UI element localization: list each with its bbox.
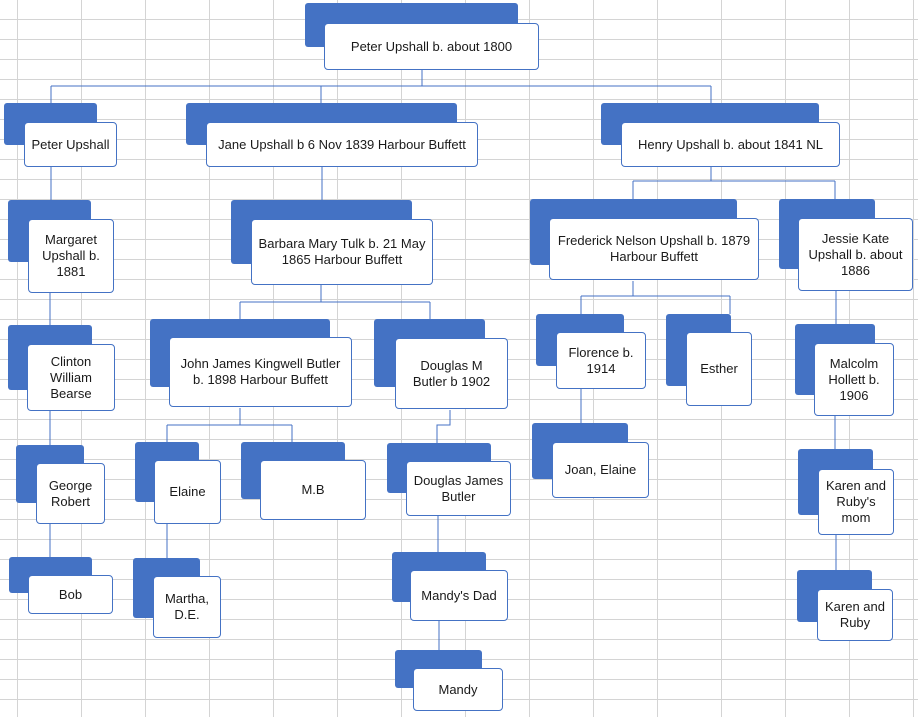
node-label: Esther — [686, 332, 752, 406]
node-label: M.B — [260, 460, 366, 520]
node-label: Margaret Upshall b. 1881 — [28, 219, 114, 293]
node-label: Barbara Mary Tulk b. 21 May 1865 Harbour… — [251, 219, 433, 285]
node-label: Elaine — [154, 460, 221, 524]
node-label: Peter Upshall b. about 1800 — [324, 23, 539, 70]
node-label: Douglas M Butler b 1902 — [395, 338, 508, 409]
node-label: Bob — [28, 575, 113, 614]
connector-line — [166, 408, 293, 442]
node-label: Florence b. 1914 — [556, 332, 646, 389]
node-label: Malcolm Hollett b. 1906 — [814, 343, 894, 416]
node-label: Mandy — [413, 668, 503, 711]
node-label: Martha, D.E. — [153, 576, 221, 638]
connector-line — [239, 285, 431, 319]
node-label: Mandy's Dad — [410, 570, 508, 621]
node-label: John James Kingwell Butler b. 1898 Harbo… — [169, 337, 352, 407]
connector-line — [50, 70, 712, 103]
node-label: Peter Upshall — [24, 122, 117, 167]
node-label: Frederick Nelson Upshall b. 1879 Harbour… — [549, 218, 759, 280]
node-label: Douglas James Butler — [406, 461, 511, 516]
connector-line — [580, 281, 731, 314]
connector-line — [632, 167, 836, 199]
node-label: Henry Upshall b. about 1841 NL — [621, 122, 840, 167]
node-label: George Robert — [36, 463, 105, 524]
node-label: Jessie Kate Upshall b. about 1886 — [798, 218, 913, 291]
node-label: Clinton William Bearse — [27, 344, 115, 411]
node-label: Joan, Elaine — [552, 442, 649, 498]
node-label: Karen and Ruby's mom — [818, 469, 894, 535]
connector-line — [436, 410, 451, 443]
node-label: Karen and Ruby — [817, 589, 893, 641]
node-label: Jane Upshall b 6 Nov 1839 Harbour Buffet… — [206, 122, 478, 167]
